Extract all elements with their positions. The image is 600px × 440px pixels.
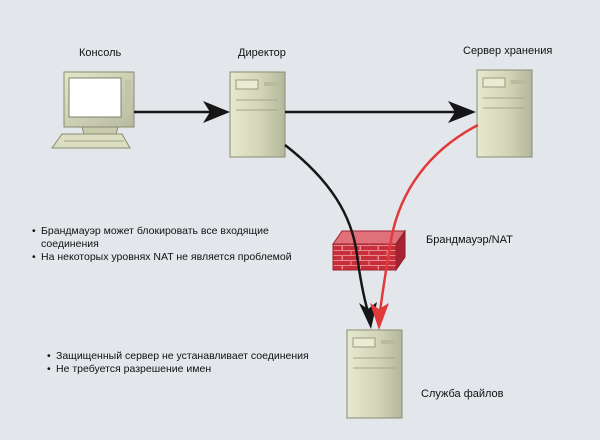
storage-server-icon (476, 69, 533, 158)
file-service-label: Служба файлов (421, 388, 504, 400)
bullet-icon: • (32, 225, 36, 237)
console-label: Консоль (79, 47, 122, 59)
director-label: Директор (238, 47, 286, 59)
firewall-note-2: На некоторых уровнях NAT не является про… (41, 251, 292, 263)
bullet-icon: • (47, 363, 51, 375)
firewall-note-1: Брандмауэр может блокировать все входящи… (41, 225, 269, 237)
firewall-notes: • Брандмауэр может блокировать все входя… (32, 225, 292, 264)
file-service-server-icon (346, 329, 403, 419)
director-storage-connection (285, 101, 476, 123)
bullet-icon: • (47, 350, 51, 362)
director-server-icon (229, 71, 286, 158)
fileserver-note-2: Не требуется разрешение имен (56, 363, 212, 375)
bullet-icon: • (32, 251, 36, 263)
fileserver-notes: • Защищенный сервер не устанавливает сое… (47, 350, 309, 376)
storage-fileservice-secure-connection (370, 123, 479, 330)
console-director-connection (134, 101, 230, 123)
firewall-note-1-continuation: соединения (41, 238, 99, 250)
fileserver-note-1: Защищенный сервер не устанавливает соеди… (56, 350, 309, 362)
console-computer-icon (51, 71, 135, 149)
firewall-label: Брандмауэр/NAT (426, 234, 513, 246)
storage-server-label: Сервер хранения (463, 45, 553, 57)
firewall-icon (332, 229, 406, 272)
